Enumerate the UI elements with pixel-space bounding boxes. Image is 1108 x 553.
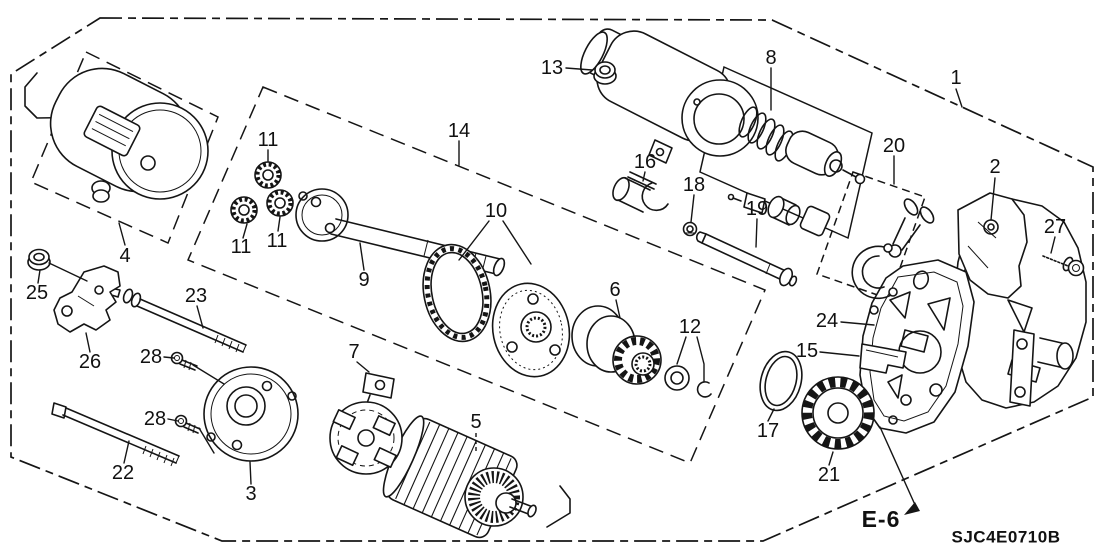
box-part-4 xyxy=(30,50,219,245)
part-label-16: 16 xyxy=(634,151,656,173)
part-15-retainer-bracket xyxy=(859,343,907,374)
part-label-5: 5 xyxy=(470,411,481,433)
part-label-14: 14 xyxy=(448,120,470,142)
frame-notch-bottom xyxy=(546,485,571,528)
part-2-bracket xyxy=(957,192,1028,299)
part-label-1: 1 xyxy=(950,67,961,89)
part-label-2: 2 xyxy=(989,156,1000,178)
part-28-screw-lower xyxy=(174,414,201,434)
part-9-pinion-shaft xyxy=(295,188,506,277)
part-label-20: 20 xyxy=(883,135,905,157)
part-label-18: 18 xyxy=(683,174,705,196)
part-26-bracket xyxy=(53,265,121,333)
part-label-9: 9 xyxy=(358,269,369,291)
part-21-idler-gear xyxy=(801,376,875,450)
part-label-10: 10 xyxy=(485,200,507,222)
part-label-8: 8 xyxy=(765,47,776,69)
part-19-rod xyxy=(695,231,798,287)
part-6-clutch-pinion xyxy=(571,305,662,385)
part-label-3: 3 xyxy=(245,483,256,505)
reference-label: E-6 xyxy=(862,506,901,532)
part-label-11: 11 xyxy=(231,236,252,258)
part-8-spring-and-plunger xyxy=(727,106,866,237)
part-label-22: 22 xyxy=(112,462,134,484)
part-13-nut xyxy=(593,61,617,85)
box-part-14 xyxy=(187,86,766,464)
part-3-end-cover xyxy=(203,366,299,462)
housing-nose xyxy=(1056,342,1074,370)
part-label-26: 26 xyxy=(79,351,101,373)
brush-terminal xyxy=(362,372,395,399)
part-label-28: 28 xyxy=(140,346,162,368)
part-16-cushion xyxy=(612,171,669,213)
part-18-nut-small xyxy=(682,221,698,237)
part-label-7: 7 xyxy=(348,341,359,363)
part-label-6: 6 xyxy=(609,279,620,301)
arrowhead-icon xyxy=(904,502,920,515)
part-label-25: 25 xyxy=(26,282,48,304)
part-22-through-bolt xyxy=(51,402,180,467)
part-label-27: 27 xyxy=(1044,216,1066,238)
part-4-motor-yoke xyxy=(49,67,209,203)
part-28-screw-upper xyxy=(170,351,198,371)
part-25-nut xyxy=(27,248,51,271)
part-27-bolt xyxy=(1042,255,1085,277)
solenoid-body xyxy=(580,28,759,164)
part-label-21: 21 xyxy=(818,464,840,486)
part-10-gear-ring-and-carrier xyxy=(422,243,571,378)
part-label-13: 13 xyxy=(541,57,563,79)
leader-lines xyxy=(37,67,1056,485)
part-label-11: 11 xyxy=(258,129,279,151)
part-label-28: 28 xyxy=(144,408,166,430)
part-23-through-bolt xyxy=(107,287,247,353)
part-label-11: 11 xyxy=(267,230,288,252)
part-label-17: 17 xyxy=(757,420,779,442)
part-17-o-ring xyxy=(759,350,803,412)
part-12-bearing-and-snap-ring xyxy=(664,365,712,398)
part-label-15: 15 xyxy=(796,340,818,362)
part-label-19: 19 xyxy=(746,198,768,220)
part-label-12: 12 xyxy=(679,316,701,338)
part-20-shift-fork xyxy=(851,198,935,300)
part-label-4: 4 xyxy=(119,245,130,267)
diagram-code: SJC4E0710B xyxy=(952,528,1061,547)
part-5-armature xyxy=(382,415,537,539)
part-7-brush-holder xyxy=(329,372,403,475)
part-label-23: 23 xyxy=(185,285,207,307)
housing-arm xyxy=(1009,329,1035,407)
part-label-24: 24 xyxy=(816,310,838,332)
part-24-gear-cover-plate xyxy=(859,259,975,434)
reference-arrow xyxy=(879,426,920,515)
part-11-planet-gears xyxy=(230,161,294,224)
